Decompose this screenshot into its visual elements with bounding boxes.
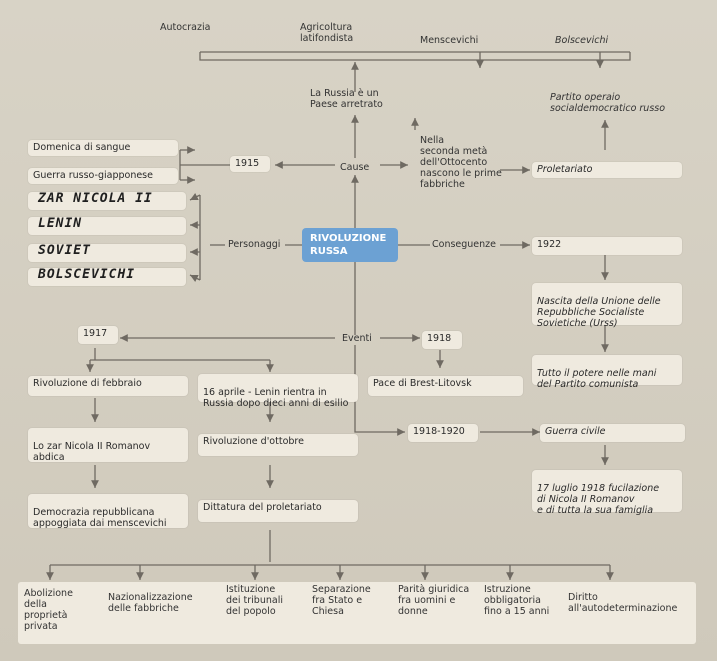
zar-abdica-text: Lo zar Nicola II Romanov abdica [33,441,151,463]
nascita-urss-text: Nascita della Unione delle Repubbliche S… [537,296,661,329]
bottom-strip [18,582,696,644]
proletariato-box: Proletariato [532,162,682,178]
guerra-rg-box: Guerra russo-giapponese [28,168,178,184]
ottobre-text: Rivoluzione d'ottobre [203,436,304,447]
year-1917-box: 1917 [78,326,118,344]
ottobre-box: Rivoluzione d'ottobre [198,434,358,456]
year-1922-box: 1922 [532,237,682,255]
personaggi-label: Personaggi [228,239,281,250]
fucilazione-box: 17 luglio 1918 fucilazione di Nicola II … [532,470,682,516]
abolizione-text: Abolizione della proprietà privata [24,588,73,632]
fucilazione-text: 17 luglio 1918 fucilazione di Nicola II … [537,483,660,516]
democrazia-box: Democrazia repubblicana appoggiata dai m… [28,494,188,529]
hand-soviet-text: SOVIET [38,243,91,258]
handwritten-box-2: LENIN [28,217,186,235]
potere-partito-text: Tutto il potere nelle mani del Partito c… [537,368,657,390]
potere-partito-box: Tutto il potere nelle mani del Partito c… [532,355,682,390]
russia-arretrata-text: La Russia è un Paese arretrato [310,88,383,110]
hand-bolscevichi-text: BOLSCEVICHI [38,267,136,282]
diritto-text: Diritto all'autodeterminazione [568,592,678,614]
year-1922-text: 1922 [537,239,562,250]
autocrazia-text: Autocrazia [160,22,211,33]
separazione-text: Separazione fra Stato e Chiesa [312,584,371,617]
febbraio-box: Rivoluzione di febbraio [28,376,188,396]
year-1918-1920-box: 1918-1920 [408,424,478,442]
guerra-civile-text: Guerra civile [545,426,606,437]
domenica-box: Domenica di sangue [28,140,178,156]
hand-zar-text: ZAR NICOLA II [38,191,153,206]
aprile-box: 16 aprile - Lenin rientra in Russia dopo… [198,374,358,409]
dittatura-box: Dittatura del proletariato [198,500,358,522]
handwritten-box-3: SOVIET [28,244,186,262]
nazionalizzazione-text: Nazionalizzazione delle fabbriche [108,592,193,614]
hand-lenin-text: LENIN [38,216,83,231]
handwritten-box-1: ZAR NICOLA II [28,192,186,210]
zar-abdica-box: Lo zar Nicola II Romanov abdica [28,428,188,463]
agricoltura-text: Agricoltura latifondista [300,22,354,44]
partito-operaio-text: Partito operaio socialdemocratico russo [550,92,666,114]
domenica-text: Domenica di sangue [33,142,131,153]
brest-box: Pace di Brest-Litovsk [368,376,523,396]
guerra-rg-text: Guerra russo-giapponese [33,170,153,181]
brest-text: Pace di Brest-Litovsk [373,378,472,389]
handwritten-box-4: BOLSCEVICHI [28,268,186,286]
tribunali-text: Istituzione dei tribunali del popolo [226,584,283,617]
ottocento-text: Nella seconda metà dell'Ottocento nascon… [420,135,502,190]
dittatura-text: Dittatura del proletariato [203,502,322,513]
istruzione-text: Istruzione obbligatoria fino a 15 anni [484,584,550,617]
proletariato-text: Proletariato [537,164,593,175]
cause-label: Cause [340,162,370,173]
democrazia-text: Democrazia repubblicana appoggiata dai m… [33,507,167,529]
year-1918-text: 1918 [427,333,452,344]
guerra-civile-box: Guerra civile [540,424,685,442]
febbraio-text: Rivoluzione di febbraio [33,378,142,389]
menscevichi-text: Menscevichi [420,35,479,46]
conseguenze-label: Conseguenze [432,239,497,250]
title-rivoluzione-russa: RIVOLUZIONE RUSSA [302,228,398,262]
parita-text: Parità giuridica fra uomini e donne [398,584,470,617]
nascita-urss-box: Nascita della Unione delle Repubbliche S… [532,283,682,329]
aprile-text: 16 aprile - Lenin rientra in Russia dopo… [203,387,349,409]
year-1917-text: 1917 [83,328,108,339]
year-1918-box: 1918 [422,331,462,349]
year-1915-box: 1915 [230,156,270,172]
bolscevichi-text: Bolscevichi [555,35,609,46]
eventi-label: Eventi [342,333,372,344]
year-1915-text: 1915 [235,158,260,169]
year-1918-1920-text: 1918-1920 [413,426,465,437]
